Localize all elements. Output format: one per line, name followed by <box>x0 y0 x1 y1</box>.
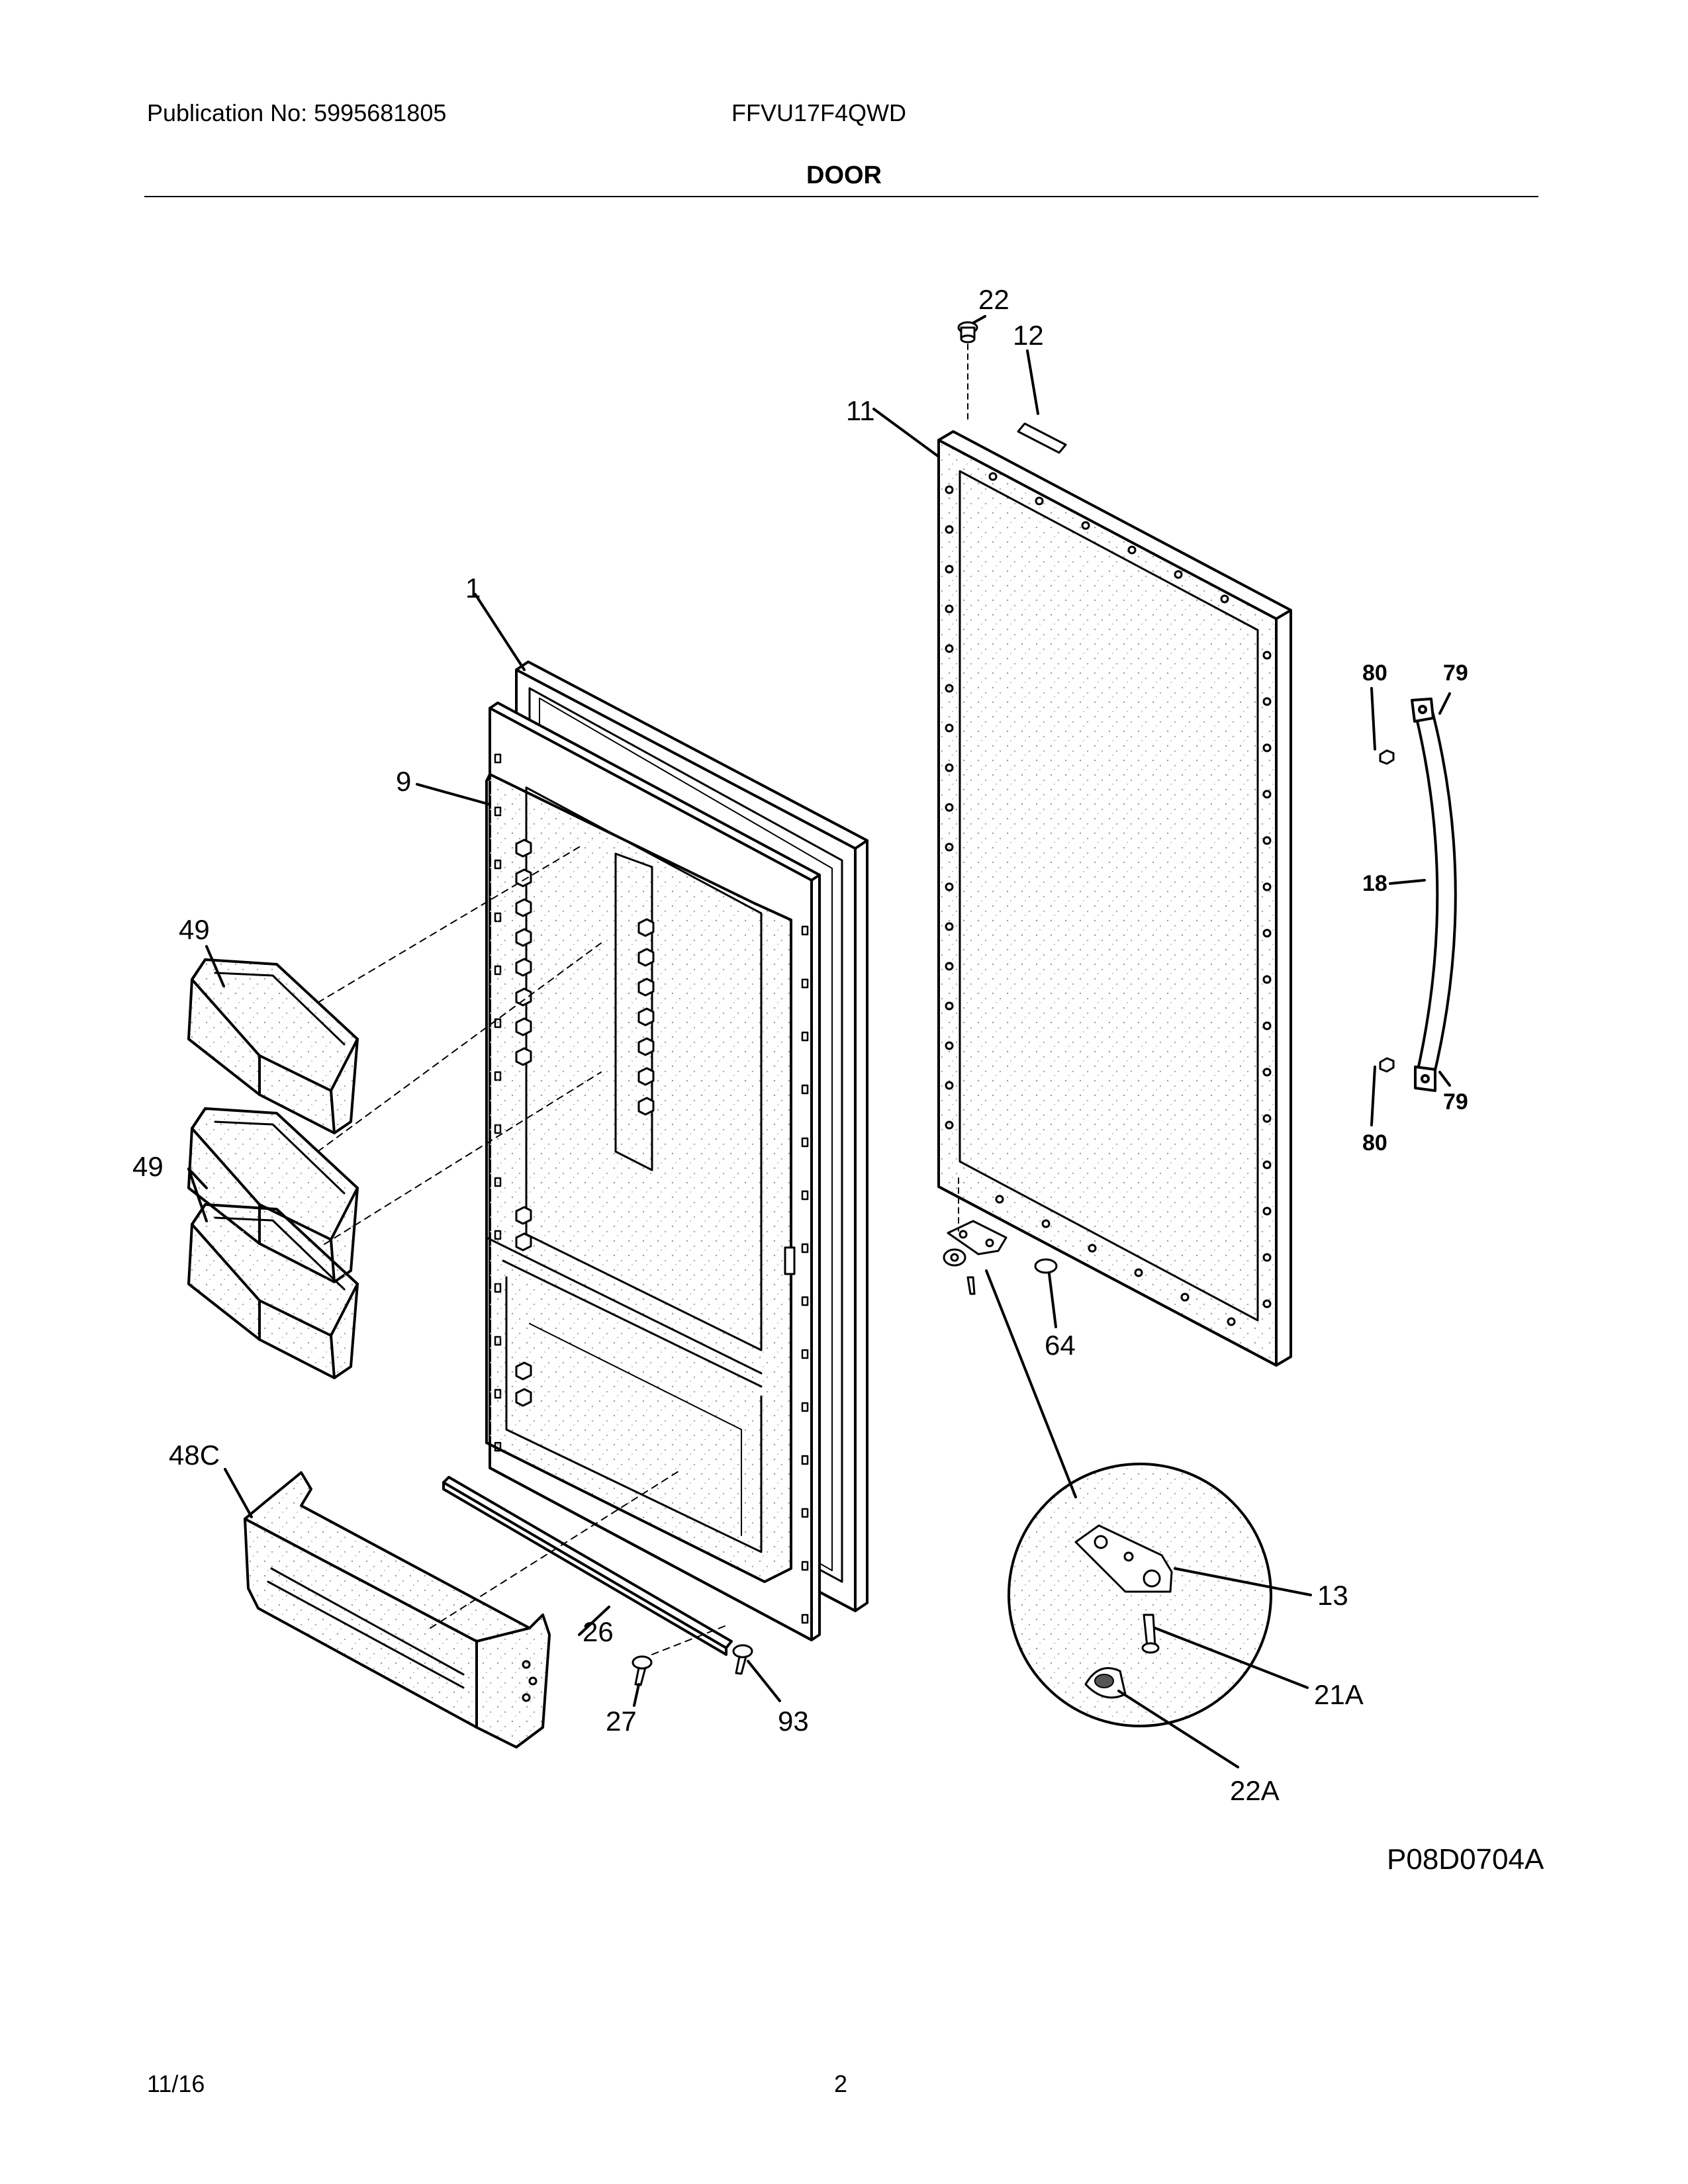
model-number: FFVU17F4QWD <box>731 99 907 126</box>
callout-48C: 48C <box>169 1439 220 1471</box>
footer-date: 11/16 <box>147 2070 205 2097</box>
callout-49-upper: 49 <box>179 914 210 945</box>
callout-79-lower: 79 <box>1443 1089 1468 1115</box>
callout-93: 93 <box>778 1706 809 1737</box>
publication-number: Publication No: 5995681805 <box>147 99 447 126</box>
callout-80-lower: 80 <box>1362 1130 1387 1156</box>
callout-11: 11 <box>846 395 875 426</box>
callout-1: 1 <box>465 572 481 604</box>
callout-12: 12 <box>1013 320 1044 351</box>
callout-64: 64 <box>1045 1330 1076 1361</box>
assembly-lines <box>317 845 729 1655</box>
hinge-screw-21A-small <box>966 1276 976 1295</box>
callout-80-upper: 80 <box>1362 660 1387 686</box>
door-bin-49-lower <box>187 1203 359 1379</box>
inner-door-liner <box>485 702 821 1641</box>
fastener-93 <box>732 1644 753 1675</box>
trim-strip-26 <box>442 1476 733 1656</box>
callout-9: 9 <box>396 766 412 797</box>
callout-79-upper: 79 <box>1443 660 1468 686</box>
panel-holes-bottom <box>995 1195 1236 1326</box>
plug-part-64 <box>1034 1258 1058 1274</box>
bin-studs <box>515 839 655 1407</box>
panel-holes-top <box>988 472 1229 604</box>
callout-21A: 21A <box>1314 1679 1364 1710</box>
callout-49-lower: 49 <box>132 1151 164 1182</box>
hinge-detail-magnifier <box>1008 1463 1272 1727</box>
hinge-bracket-13-small <box>947 1177 1008 1255</box>
header-rule <box>144 196 1538 197</box>
door-bin-49-upper <box>187 958 359 1134</box>
plug-part-22 <box>957 321 978 424</box>
fastener-27 <box>632 1655 653 1686</box>
door-handle-18 <box>1411 698 1457 1092</box>
callout-22A: 22A <box>1230 1775 1280 1806</box>
panel-holes-left <box>945 485 954 1130</box>
callout-22: 22 <box>978 284 1009 315</box>
figure-code: P08D0704A <box>1387 1843 1544 1876</box>
page-number: 2 <box>834 2070 848 2097</box>
hinge-bushing-22A-small <box>943 1248 966 1267</box>
label-part-12 <box>1017 422 1067 454</box>
handle-screw-80-lower <box>1379 1057 1395 1073</box>
callout-27: 27 <box>606 1706 637 1737</box>
callout-18: 18 <box>1362 871 1387 896</box>
handle-screw-80-upper <box>1379 749 1395 765</box>
callout-26: 26 <box>583 1616 614 1647</box>
callout-13: 13 <box>1317 1580 1348 1611</box>
leader-lines <box>187 315 1451 1768</box>
section-title: DOOR <box>806 161 882 189</box>
large-bin-48C <box>244 1471 551 1749</box>
panel-holes-right <box>1262 651 1272 1308</box>
outer-door-panel <box>937 430 1292 1367</box>
